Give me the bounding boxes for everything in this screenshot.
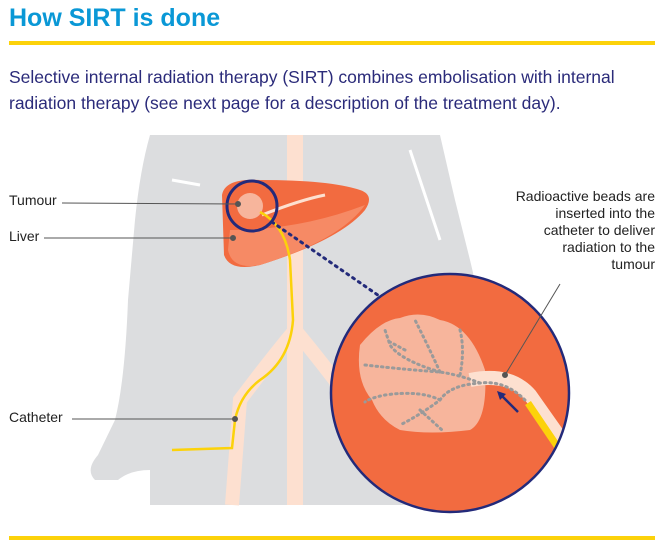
label-catheter: Catheter	[9, 409, 63, 425]
zoom-circle	[329, 272, 571, 514]
label-radioactive-beads: Radioactive beads are inserted into the …	[515, 188, 655, 272]
zoom-connector	[270, 220, 387, 302]
top-divider	[9, 41, 655, 45]
label-tumour: Tumour	[9, 192, 57, 208]
leader-lines	[44, 201, 561, 422]
tumour-highlight-circle	[225, 179, 279, 233]
tumour	[237, 193, 263, 219]
catheter-line	[171, 210, 295, 452]
page-title: How SIRT is done	[9, 4, 221, 32]
radioactive-beads	[363, 318, 527, 432]
label-liver: Liver	[9, 228, 40, 244]
intro-text: Selective internal radiation therapy (SI…	[9, 67, 615, 113]
bottom-divider	[9, 536, 655, 540]
